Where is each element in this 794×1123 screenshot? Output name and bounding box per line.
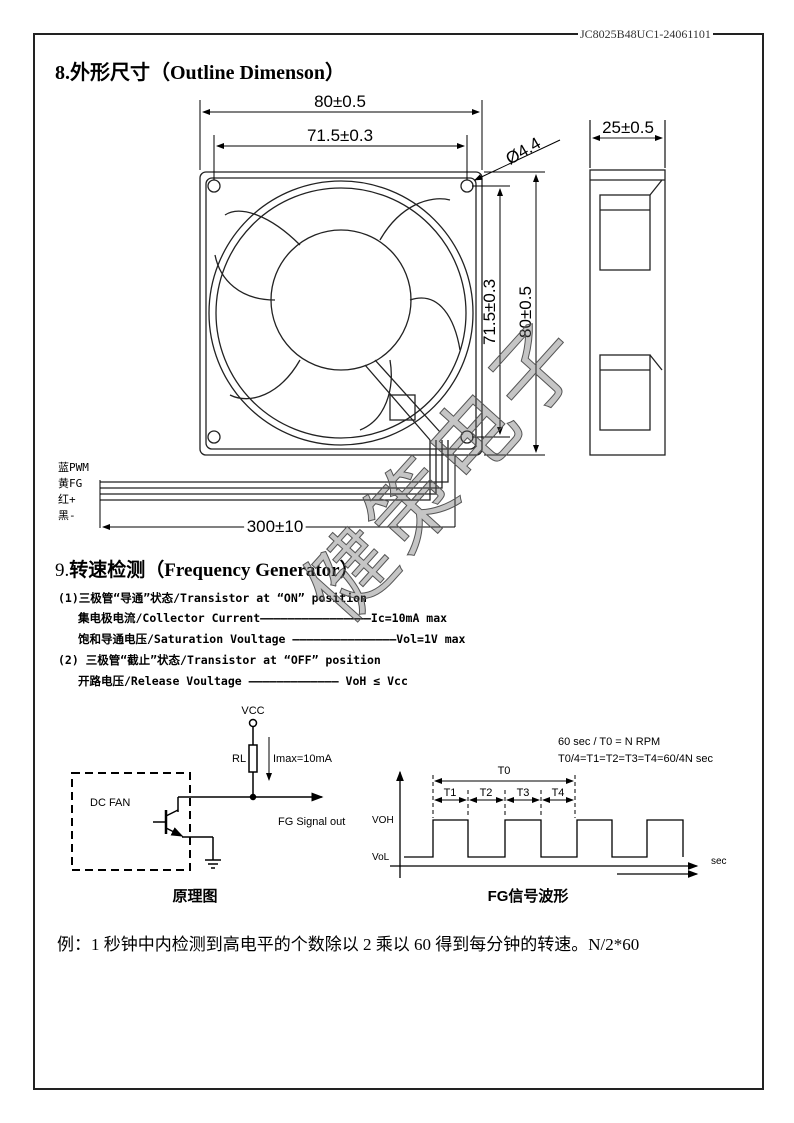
- vcc-label: VCC: [241, 705, 264, 717]
- circuit-diagram: [71, 718, 324, 871]
- dc-fan-label: DC FAN: [90, 797, 130, 809]
- page-frame: [33, 33, 764, 1090]
- dim-lead-length: 300±10: [247, 517, 304, 536]
- wire-label: 黑-: [58, 509, 76, 522]
- fg-waveform: [390, 770, 699, 878]
- wire-label: 黄FG: [58, 476, 82, 490]
- voh-label: VOH: [372, 815, 394, 826]
- mount-hole: [207, 430, 221, 444]
- dim-width-outer: 80±0.5: [314, 92, 366, 111]
- vol-label: VoL: [372, 852, 390, 863]
- period-formula: T0/4=T1=T2=T3=T4=60/4N sec: [558, 753, 714, 765]
- section-9-title: 9.转速检测（Frequency Generator）: [55, 555, 359, 582]
- wire-label: 蓝PWM: [58, 461, 89, 474]
- dim-hole-diameter: Ø4.4: [503, 134, 544, 169]
- sec-label: sec: [711, 856, 727, 867]
- spec-line: (1)三极管“导通”状态/Transistor at “ON” position: [58, 591, 367, 605]
- t2-label: T2: [480, 787, 493, 799]
- spec-line: 集电极电流/Collector Current————————————————I…: [78, 611, 448, 625]
- circuit-caption: 原理图: [172, 888, 217, 905]
- rpm-formula: 60 sec / T0 = N RPM: [558, 736, 660, 748]
- t0-label: T0: [498, 765, 511, 777]
- dim-depth: 25±0.5: [602, 118, 654, 137]
- fg-signal-label: FG Signal out: [278, 816, 345, 828]
- section-9-number: 9.: [55, 560, 70, 581]
- t1-label: T1: [444, 787, 457, 799]
- wire-label: 红+: [58, 493, 76, 506]
- fan-side-view: [589, 120, 666, 456]
- waveform-caption: FG信号波形: [488, 887, 569, 905]
- section-8-title: 8.外形尺寸（Outline Dimenson）: [55, 62, 346, 84]
- mount-hole: [460, 179, 474, 193]
- t3-label: T3: [517, 787, 530, 799]
- dim-height-outer: 80±0.5: [516, 286, 535, 338]
- section-9-title-text: 转速检测（Frequency Generator）: [69, 560, 359, 581]
- spec-line: 饱和导通电压/Saturation Voultage —————————————…: [78, 632, 466, 646]
- dim-width-hole: 71.5±0.3: [307, 126, 373, 145]
- rl-label: RL: [232, 753, 246, 765]
- fan-front-view: [100, 171, 483, 501]
- document-id: JC8025B48UC1-24061101: [578, 27, 713, 41]
- t4-label: T4: [552, 787, 565, 799]
- example-text: 例：1 秒钟中内检测到高电平的个数除以 2 乘以 60 得到每分钟的转速。N/2…: [57, 935, 640, 954]
- spec-line: (2) 三极管“截止”状态/Transistor at “OFF” positi…: [58, 653, 381, 667]
- spec-line: 开路电压/Release Voultage ————————————— VoH …: [78, 674, 408, 688]
- dim-height-hole: 71.5±0.3: [480, 279, 499, 345]
- imax-label: Imax=10mA: [273, 753, 333, 765]
- mount-hole: [207, 179, 221, 193]
